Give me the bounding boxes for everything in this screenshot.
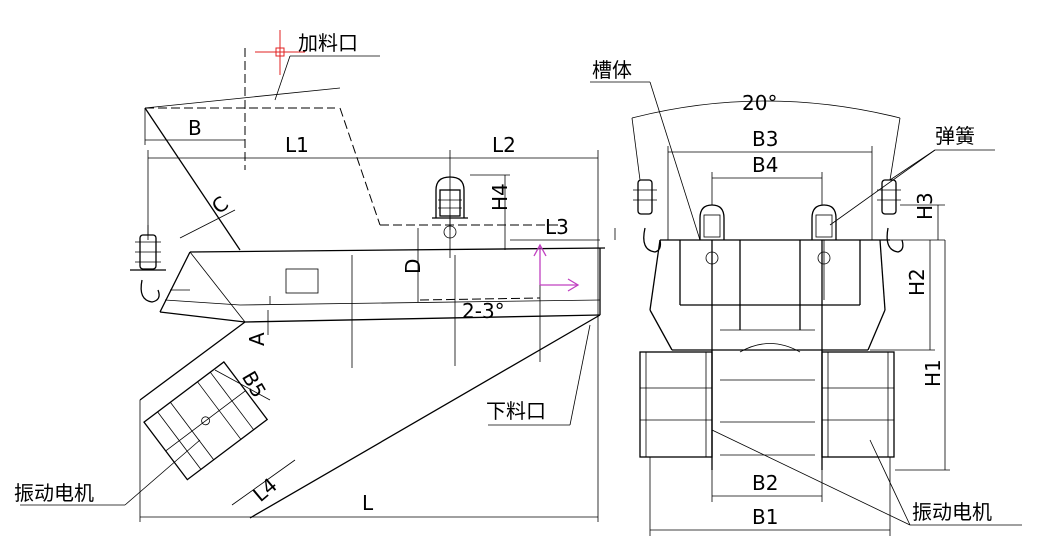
spring-label: 弹簧 <box>935 124 975 148</box>
svg-text:D: D <box>401 259 425 274</box>
trough-side <box>159 247 606 368</box>
svg-text:H1: H1 <box>921 359 945 387</box>
svg-text:B2: B2 <box>752 471 778 495</box>
spring-end-left-outer <box>633 179 662 253</box>
ucs-axis-icon <box>533 243 580 292</box>
svg-text:L4: L4 <box>248 473 282 507</box>
spring-hanger-right <box>432 176 468 258</box>
dim-B1: B1 <box>649 457 891 536</box>
svg-text:A: A <box>245 332 269 346</box>
dim-A: A <box>245 310 269 346</box>
angle-top-label: 20° <box>742 91 777 115</box>
svg-text:L: L <box>362 491 374 515</box>
dim-L4: L4 <box>231 459 296 507</box>
svg-text:C: C <box>207 191 233 218</box>
dim-B5: B5 <box>214 367 271 402</box>
vibration-motor-label-right: 振动电机 <box>912 500 992 524</box>
side-view: 加料口 B L1 L2 C <box>14 30 616 522</box>
dim-H2: H2 <box>870 240 935 351</box>
vibration-motor-end-right <box>821 351 895 458</box>
incline-angle-label: 2-3° <box>462 299 505 323</box>
svg-text:B5: B5 <box>237 367 271 402</box>
dim-H3: H3 <box>890 192 945 241</box>
dim-L1-L2: L1 L2 <box>147 133 599 320</box>
dim-H4: H4 <box>470 174 512 250</box>
svg-text:L2: L2 <box>492 133 516 157</box>
inlet-chute <box>144 87 560 251</box>
angle-arc <box>631 100 901 119</box>
vibration-motor-label-left: 振动电机 <box>14 481 94 505</box>
dim-B4: B4 <box>711 153 823 205</box>
dim-L: L <box>139 320 599 522</box>
svg-text:H2: H2 <box>905 268 929 296</box>
spring-end-2 <box>811 204 837 300</box>
svg-text:B3: B3 <box>752 127 778 151</box>
svg-text:H4: H4 <box>488 183 512 211</box>
trough-body-label: 槽体 <box>592 58 632 82</box>
motor-leader-right <box>869 439 911 526</box>
svg-text:B: B <box>188 116 202 140</box>
svg-text:L3: L3 <box>545 215 569 239</box>
dim-D: D <box>401 228 425 302</box>
dim-B3: B3 <box>667 127 873 240</box>
end-view: 20° 槽体 弹簧 B3 B4 <box>590 58 1022 536</box>
vibration-motor-side <box>143 361 269 481</box>
cursor-crosshair-icon <box>255 30 305 75</box>
discharge-outlet-label: 下料口 <box>486 399 546 423</box>
trough-end <box>649 239 890 470</box>
svg-text:B4: B4 <box>752 153 778 177</box>
svg-text:H3: H3 <box>913 192 937 220</box>
feed-inlet-label: 加料口 <box>298 31 358 55</box>
dim-B: B <box>144 108 245 145</box>
spring-end-1 <box>699 204 725 300</box>
spring-end-right-outer <box>877 179 904 253</box>
spring-hanger-left <box>130 225 166 303</box>
vibration-motor-end-left <box>639 351 713 458</box>
discharge-chute <box>139 314 601 519</box>
dim-L3: L3 <box>510 215 616 241</box>
dim-H1: H1 <box>895 240 950 471</box>
dim-B2: B2 <box>711 470 823 502</box>
svg-text:L1: L1 <box>285 133 309 157</box>
motor-leader-left <box>124 439 201 506</box>
svg-text:B1: B1 <box>752 505 778 529</box>
